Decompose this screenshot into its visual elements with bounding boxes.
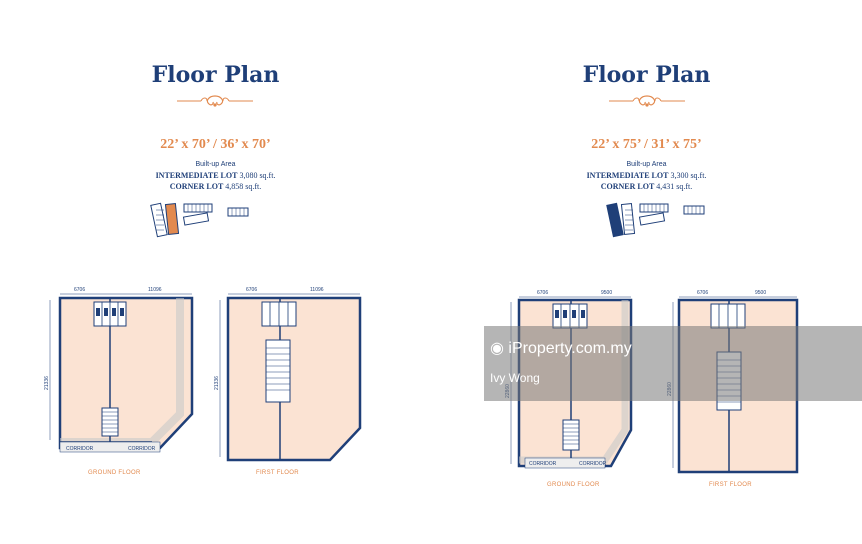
built-up-label: Built-up Area <box>195 161 236 168</box>
ornament-icon <box>177 95 253 107</box>
corridor-b: CORRIDOR <box>579 461 607 467</box>
corner-lot: CORNER LOT 4,431 sq.ft. <box>431 182 862 191</box>
first-floor-label: FIRST FLOOR <box>256 470 299 476</box>
dim-b: 9500 <box>755 290 766 296</box>
corner-lot: CORNER LOT 4,858 sq.ft. <box>0 182 431 191</box>
dim-side: 21336 <box>44 376 50 390</box>
intermediate-lot: INTERMEDIATE LOT 3,300 sq.ft. <box>431 171 862 180</box>
lot-dimensions: 22’ x 75’ / 31’ x 75’ <box>591 137 702 152</box>
lot-dimensions: 22’ x 70’ / 36’ x 70’ <box>160 137 271 152</box>
intermediate-lot-value: 3,080 sq.ft. <box>239 171 276 180</box>
corner-lot-label: CORNER LOT <box>600 182 655 191</box>
dim-a: 6706 <box>697 290 708 296</box>
corner-lot-value: 4,858 sq.ft. <box>225 182 262 191</box>
key-plan-icon <box>150 202 249 238</box>
page-title: Floor Plan <box>151 62 280 88</box>
corner-lot-value: 4,431 sq.ft. <box>656 182 693 191</box>
intermediate-lot: INTERMEDIATE LOT 3,080 sq.ft. <box>0 171 431 180</box>
ground-floor-label: GROUND FLOOR <box>547 482 600 488</box>
corridor-a: CORRIDOR <box>529 461 557 467</box>
watermark-logo-text: iProperty.com.my <box>508 340 632 357</box>
intermediate-lot-label: INTERMEDIATE LOT <box>155 171 238 180</box>
key-plan-icon <box>606 202 705 238</box>
intermediate-lot-value: 3,300 sq.ft. <box>670 171 707 180</box>
dim-a: 6706 <box>537 290 548 296</box>
corridor-a: CORRIDOR <box>66 446 94 452</box>
ornament-icon <box>609 95 685 107</box>
pin-icon: ◉ <box>490 340 504 357</box>
corner-lot-label: CORNER LOT <box>169 182 224 191</box>
watermark-agent: Ivy Wong <box>490 371 540 385</box>
page-title: Floor Plan <box>582 62 711 88</box>
corridor-b: CORRIDOR <box>128 446 156 452</box>
dim-side: 21336 <box>214 376 220 390</box>
dim-a: 6706 <box>246 287 257 293</box>
watermark-logo: ◉ iProperty.com.my <box>490 338 632 358</box>
ground-floor-plan: 6706 11096 21336 CORRIDOR CORRIDOR <box>44 287 194 453</box>
left-panel: Floor Plan 22’ x 70’ / 36’ x 70’ Built-u… <box>0 62 431 476</box>
ground-floor-label: GROUND FLOOR <box>88 470 141 476</box>
first-floor-plan: 6706 11096 21336 <box>214 287 362 462</box>
right-panel: Floor Plan 22’ x 75’ / 31’ x 75’ Built-u… <box>431 0 862 544</box>
intermediate-lot-label: INTERMEDIATE LOT <box>586 171 669 180</box>
dim-a: 6706 <box>74 287 85 293</box>
dim-b: 9500 <box>601 290 612 296</box>
built-up-label: Built-up Area <box>626 161 667 168</box>
dim-b: 11096 <box>310 287 324 293</box>
first-floor-label: FIRST FLOOR <box>709 482 752 488</box>
dim-b: 11096 <box>148 287 162 293</box>
watermark-banner <box>484 326 862 401</box>
